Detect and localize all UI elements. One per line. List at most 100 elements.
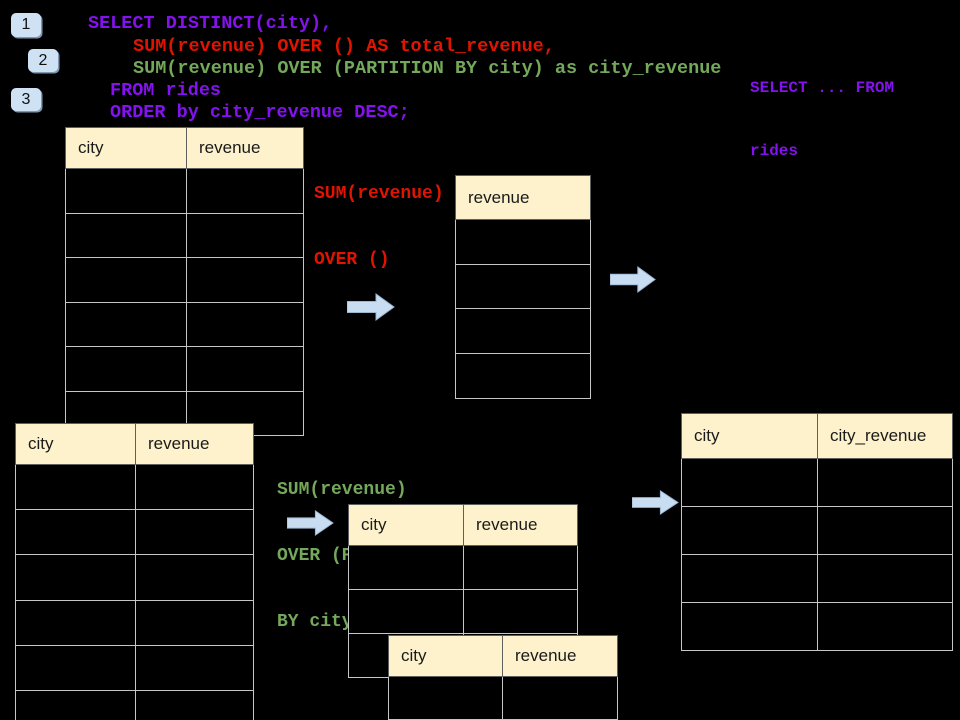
table-cell-empty	[65, 301, 187, 347]
table-row	[15, 463, 254, 511]
table-header-row: city revenue	[15, 423, 254, 465]
table-row	[15, 599, 254, 646]
arrow-right-icon	[632, 490, 679, 515]
arrow-right-icon	[287, 510, 334, 536]
source-table-top: city revenue	[65, 127, 304, 436]
column-header-revenue: revenue	[186, 127, 304, 169]
annotation-over-all: SUM(revenue) OVER ()	[314, 139, 444, 315]
table-cell-empty	[388, 676, 503, 720]
table-header-row: city revenue	[65, 127, 304, 169]
annotation-over-all-line-2: OVER ()	[314, 250, 390, 270]
table-cell-empty	[681, 554, 818, 603]
table-header-row: city city_revenue	[681, 413, 953, 459]
table-row	[65, 168, 304, 214]
column-header-city: city	[681, 413, 818, 459]
sql-line-from: FROM rides	[110, 80, 222, 101]
city-revenue-result-table: city city_revenue	[681, 413, 953, 651]
arrow-right-icon	[610, 266, 656, 293]
source-table-bottom: city revenue	[15, 423, 254, 720]
column-header-revenue: revenue	[502, 635, 618, 677]
table-row	[15, 689, 254, 720]
table-cell-empty	[817, 458, 953, 507]
table-cell-empty	[135, 689, 254, 720]
side-note: SELECT ... FROM rides	[750, 36, 894, 204]
table-cell-empty	[463, 589, 578, 634]
table-cell-empty	[15, 554, 136, 601]
table-cell-empty	[817, 602, 953, 651]
table-row	[348, 589, 578, 634]
table-cell-empty	[15, 509, 136, 556]
table-cell-empty	[65, 257, 187, 303]
table-cell-empty	[681, 458, 818, 507]
step-badge-3: 3	[11, 88, 41, 111]
column-header-city: city	[388, 635, 503, 677]
table-row	[65, 257, 304, 303]
column-header-revenue: revenue	[455, 175, 591, 220]
annotation-over-all-line-1: SUM(revenue)	[314, 184, 444, 204]
column-header-city: city	[348, 504, 464, 546]
table-cell-empty	[817, 506, 953, 555]
table-cell-empty	[681, 602, 818, 651]
step-badge-2: 2	[28, 49, 58, 72]
side-note-line-1: SELECT ... FROM	[750, 79, 895, 97]
table-cell-empty	[455, 219, 591, 265]
table-cell-empty	[186, 346, 304, 392]
table-cell-empty	[15, 599, 136, 646]
partition-table-back: city revenue	[388, 635, 618, 720]
sql-line-total-revenue: SUM(revenue) OVER () AS total_revenue,	[133, 36, 555, 57]
table-row	[681, 506, 953, 555]
table-row	[455, 263, 591, 310]
table-row	[348, 545, 578, 590]
table-cell-empty	[15, 644, 136, 691]
sql-line-city-revenue: SUM(revenue) OVER (PARTITION BY city) as…	[133, 58, 722, 79]
table-row	[388, 676, 618, 720]
table-row	[15, 554, 254, 601]
table-row	[455, 353, 591, 399]
table-cell-empty	[463, 545, 578, 590]
table-cell-empty	[348, 545, 464, 590]
table-cell-empty	[502, 676, 618, 720]
table-cell-empty	[455, 263, 591, 310]
table-cell-empty	[186, 212, 304, 258]
table-cell-empty	[135, 599, 254, 646]
table-header-row: city revenue	[348, 504, 578, 546]
table-row	[15, 644, 254, 691]
table-cell-empty	[65, 212, 187, 258]
step-badge-1: 1	[11, 13, 41, 37]
column-header-city: city	[65, 127, 187, 169]
table-row	[455, 308, 591, 355]
table-cell-empty	[15, 463, 136, 511]
table-header-row: city revenue	[388, 635, 618, 677]
column-header-revenue: revenue	[135, 423, 254, 465]
table-cell-empty	[135, 554, 254, 601]
arrow-right-icon	[347, 293, 395, 321]
table-row	[681, 458, 953, 507]
table-cell-empty	[135, 644, 254, 691]
table-row	[65, 346, 304, 392]
annotation-over-partition-line-1: SUM(revenue)	[277, 480, 407, 500]
table-row	[65, 212, 304, 258]
table-cell-empty	[65, 168, 187, 214]
table-cell-empty	[348, 589, 464, 634]
sql-line-order-by: ORDER by city_revenue DESC;	[110, 102, 410, 123]
table-cell-empty	[135, 463, 254, 511]
column-header-city: city	[15, 423, 136, 465]
table-cell-empty	[455, 308, 591, 355]
table-cell-empty	[186, 257, 304, 303]
table-cell-empty	[65, 346, 187, 392]
column-header-revenue: revenue	[463, 504, 578, 546]
table-cell-empty	[186, 301, 304, 347]
table-row	[681, 554, 953, 603]
table-cell-empty	[681, 506, 818, 555]
table-cell-empty	[186, 168, 304, 214]
table-row	[65, 301, 304, 347]
table-cell-empty	[817, 554, 953, 603]
table-cell-empty	[135, 509, 254, 556]
sql-line-select: SELECT DISTINCT(city),	[88, 13, 333, 34]
table-row	[681, 602, 953, 651]
side-note-line-2: rides	[750, 142, 799, 160]
table-header-row: revenue	[455, 175, 591, 220]
table-row	[455, 219, 591, 265]
table-cell-empty	[455, 353, 591, 399]
